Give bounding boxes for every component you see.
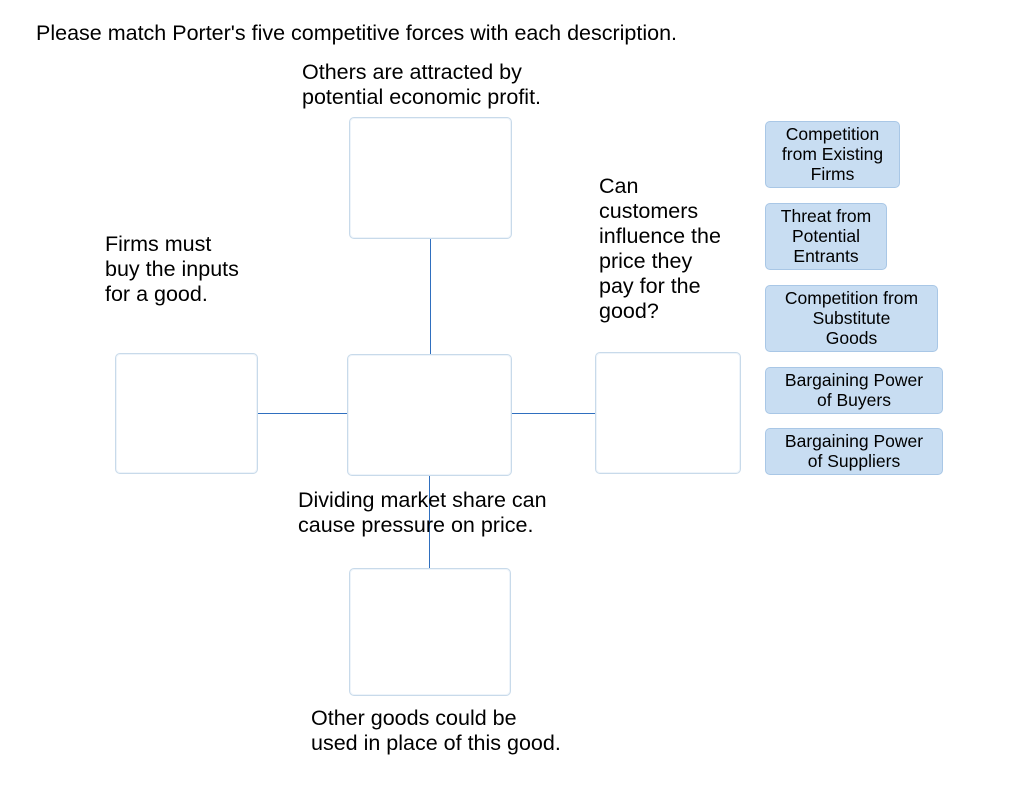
description-center: Dividing market share can cause pressure… <box>298 488 547 537</box>
description-left: Firms must buy the inputs for a good. <box>105 232 239 306</box>
description-right: Can customers influence the price they p… <box>599 174 721 323</box>
connector-left <box>257 413 349 414</box>
answer-tile-bargaining-power-of-suppliers[interactable]: Bargaining Power of Suppliers <box>765 428 943 475</box>
description-bottom: Other goods could be used in place of th… <box>311 706 561 755</box>
answer-tile-threat-from-potential-entrants[interactable]: Threat from Potential Entrants <box>765 203 887 270</box>
answer-tile-bargaining-power-of-buyers[interactable]: Bargaining Power of Buyers <box>765 367 943 414</box>
drop-target-top[interactable] <box>349 117 512 239</box>
connector-right <box>511 413 597 414</box>
description-top: Others are attracted by potential econom… <box>302 60 542 109</box>
connector-bottom <box>429 474 430 570</box>
drop-target-left[interactable] <box>115 353 258 474</box>
drop-target-bottom[interactable] <box>349 568 511 696</box>
answer-tile-competition-from-substitute-goods[interactable]: Competition from Substitute Goods <box>765 285 938 352</box>
question-instruction: Please match Porter's five competitive f… <box>36 21 678 45</box>
drop-target-center[interactable] <box>347 354 512 476</box>
answer-tile-competition-from-existing-firms[interactable]: Competition from Existing Firms <box>765 121 900 188</box>
drop-target-right[interactable] <box>595 352 741 474</box>
connector-top <box>430 238 431 356</box>
